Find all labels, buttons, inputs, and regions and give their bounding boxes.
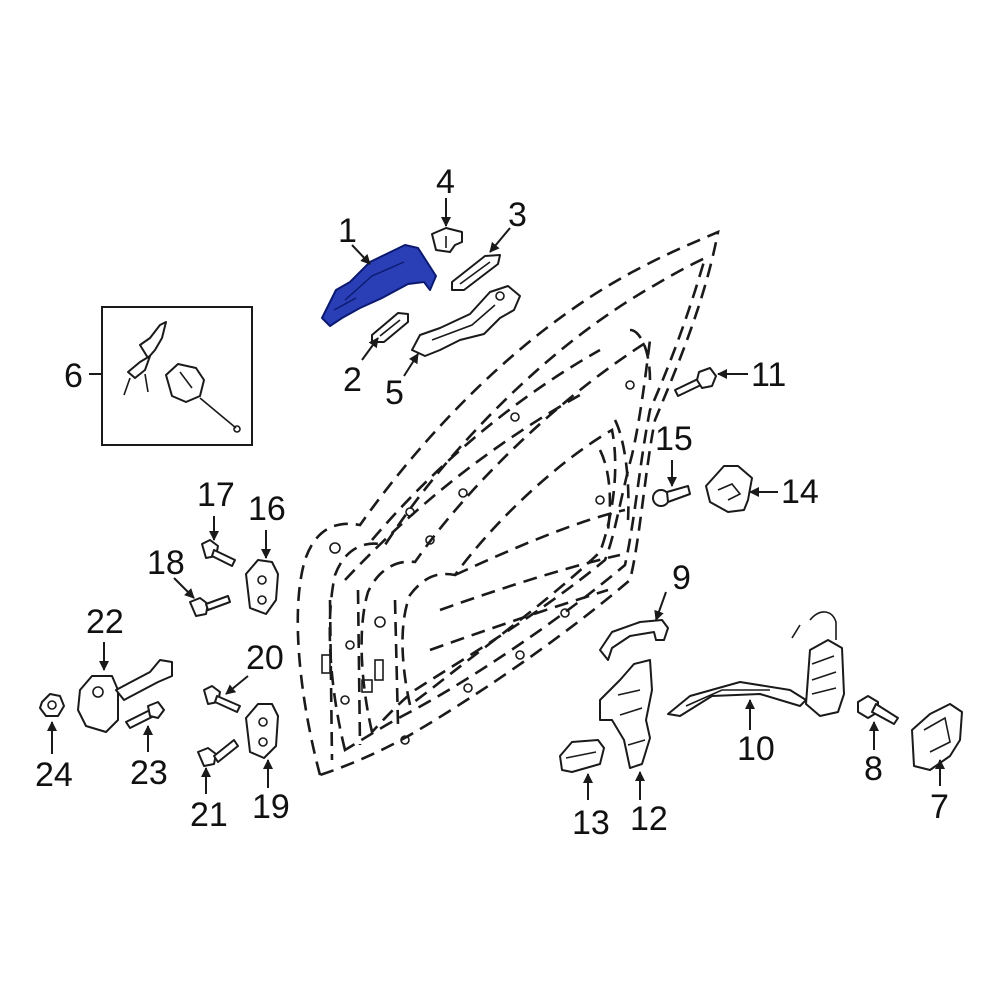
callout-13: 13: [572, 804, 610, 842]
door-lock-actuator-part-10: [667, 611, 845, 717]
clip-part-13: [559, 739, 605, 773]
callout-labels: 1 2 3 4 5 6 7 8 9 10 11 12 13 14 15 16 1…: [35, 163, 949, 842]
callout-19: 19: [252, 788, 290, 826]
door-frame-holes: [321, 380, 635, 745]
hinge-lower-part-19: [245, 703, 279, 759]
callout-5: 5: [385, 374, 404, 412]
cover-part-14: [705, 465, 753, 513]
callout-22: 22: [86, 603, 124, 641]
callout-21: 21: [190, 796, 228, 834]
bolt-part-11: [674, 367, 717, 397]
bolt-part-17: [201, 539, 236, 567]
bolt-part-20: [203, 685, 241, 713]
callout-15: 15: [655, 420, 693, 458]
bolt-part-18: [189, 595, 231, 617]
callout-9: 9: [672, 559, 691, 597]
leader-lines: [47, 198, 945, 800]
callout-8: 8: [864, 750, 883, 788]
lock-cylinder-box: [101, 306, 253, 446]
callout-14: 14: [781, 473, 819, 511]
callout-10: 10: [737, 730, 775, 768]
callout-23: 23: [130, 754, 168, 792]
bolt-part-8: [857, 695, 899, 725]
hinge-upper-part-16: [245, 559, 279, 615]
striker-part-7: [911, 703, 963, 771]
gasket-part-3: [451, 254, 501, 291]
door-check-part-22: [77, 659, 173, 733]
outside-handle-part-1: [321, 244, 437, 327]
callout-3: 3: [508, 196, 527, 234]
door-frame-outline: [296, 229, 720, 777]
cap-part-4: [431, 227, 463, 253]
callout-4: 4: [436, 163, 455, 201]
callout-24: 24: [35, 756, 73, 794]
screw-part-15: [652, 485, 691, 507]
bolt-part-21: [197, 739, 239, 767]
callout-16: 16: [248, 490, 286, 528]
callout-11: 11: [751, 356, 786, 394]
callout-20: 20: [246, 639, 284, 677]
bolt-part-23: [125, 701, 165, 729]
callout-12: 12: [630, 800, 668, 838]
callout-2: 2: [343, 361, 362, 399]
callout-6: 6: [64, 357, 83, 395]
handle-bracket-part-5: [411, 285, 521, 357]
nut-part-24: [39, 693, 65, 717]
callout-17: 17: [197, 476, 235, 514]
outside-handle-highlight: [321, 244, 437, 327]
bracket-part-9: [599, 619, 669, 661]
lock-cylinder-kit-part-6: [101, 306, 253, 446]
callout-7: 7: [930, 788, 949, 826]
callout-1: 1: [338, 212, 357, 250]
callout-18: 18: [147, 544, 185, 582]
latch-guard-part-12: [599, 659, 653, 769]
